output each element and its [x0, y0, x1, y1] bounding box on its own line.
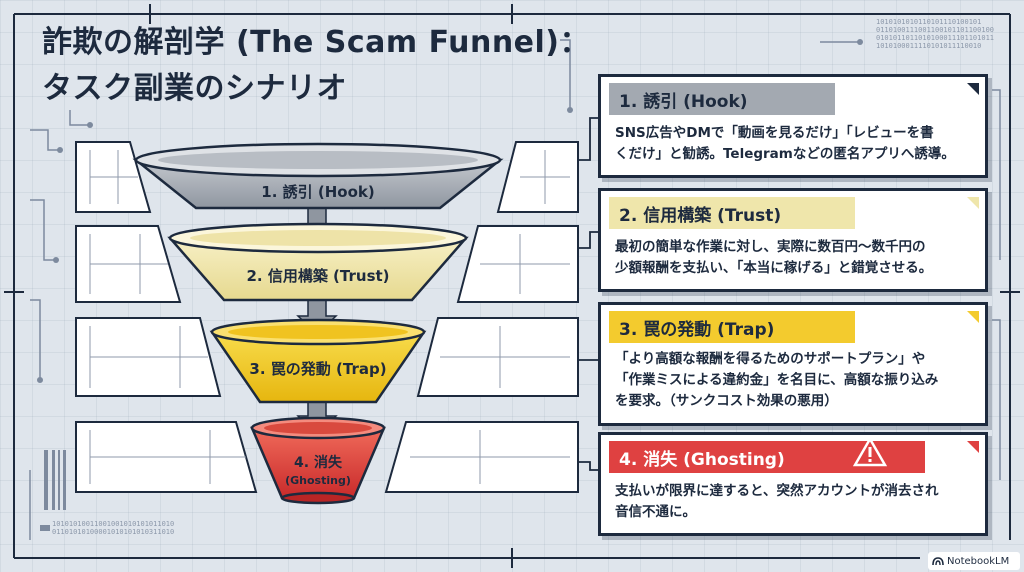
notebooklm-logo-icon: [932, 557, 944, 566]
connector-lines: [578, 117, 598, 471]
card-trust: 2. 信用構築 (Trust) 最初の簡単な作業に対し、実際に数百円〜数千円の …: [598, 188, 988, 292]
card-trap-header: 3. 罠の発動 (Trap): [609, 311, 855, 343]
card-body-line: SNS広告やDMで「動画を見るだけ」「レビューを書: [615, 125, 934, 141]
funnel-label-trust: 2. 信用構築 (Trust): [246, 267, 389, 285]
card-ghosting-heading: 4. 消失 (Ghosting): [619, 449, 785, 470]
funnel-tier-ghosting: [250, 416, 386, 505]
corner-marker: [967, 197, 979, 209]
funnel-tier-trap: [209, 318, 427, 404]
binary-decoration-bottom-left: 10101010011001001010101011010 0110101010…: [52, 520, 175, 536]
corner-marker: [967, 311, 979, 323]
card-hook: 1. 誘引 (Hook) SNS広告やDMで「動画を見るだけ」「レビューを書 く…: [598, 74, 988, 178]
card-hook-heading: 1. 誘引 (Hook): [619, 91, 748, 112]
card-body-line: 支払いが限界に達すると、突然アカウントが消去され: [615, 483, 939, 499]
card-trap-body: 「より高額な報酬を得るためのサポートプラン」や 「作業ミスによる違約金」を名目に…: [615, 349, 975, 412]
card-ghosting: 4. 消失 (Ghosting) 支払いが限界に達すると、突然アカウントが消去さ…: [598, 432, 988, 536]
card-body-line: 「作業ミスによる違約金」を名目に、高額な振り込み: [615, 372, 939, 388]
corner-marker: [967, 83, 979, 95]
card-body-line: を要求。（サンクコスト効果の悪用）: [615, 393, 838, 409]
card-body-line: くだけ」と勧誘。Telegramなどの匿名アプリへ誘導。: [615, 146, 955, 162]
card-body-line: 少額報酬を支払い、「本当に稼げる」と錯覚させる。: [615, 260, 933, 276]
card-trap-heading: 3. 罠の発動 (Trap): [619, 319, 775, 340]
card-ghosting-body: 支払いが限界に達すると、突然アカウントが消去され 音信不通に。: [615, 481, 975, 523]
card-body-line: 「より高額な報酬を得るためのサポートプラン」や: [615, 351, 926, 367]
notebooklm-badge: NotebookLM: [928, 552, 1020, 570]
card-trust-body: 最初の簡単な作業に対し、実際に数百円〜数千円の 少額報酬を支払い、「本当に稼げる…: [615, 237, 975, 279]
title-line-1: 詐欺の解剖学 (The Scam Funnel)：: [42, 25, 591, 60]
card-body-line: 音信不通に。: [615, 504, 696, 520]
funnel-label-ghosting-1: 4. 消失: [294, 454, 343, 471]
card-body-line: 最初の簡単な作業に対し、実際に数百円〜数千円の: [615, 239, 926, 255]
funnel-tier-hook: [132, 142, 504, 210]
funnel-label-trap: 3. 罠の発動 (Trap): [249, 360, 386, 378]
card-hook-header: 1. 誘引 (Hook): [609, 83, 835, 115]
funnel-tier-trust: [167, 222, 469, 302]
funnel-label-hook: 1. 誘引 (Hook): [261, 183, 374, 201]
title-line-2: タスク副業のシナリオ: [42, 71, 347, 106]
binary-decoration-top-right: 1010101010110101110100101 01101001110011…: [876, 18, 995, 50]
funnel-label-ghosting-2: (Ghosting): [285, 474, 351, 487]
warning-triangle-icon: [853, 437, 887, 467]
notebooklm-badge-text: NotebookLM: [947, 555, 1010, 567]
card-trap: 3. 罠の発動 (Trap) 「より高額な報酬を得るためのサポートプラン」や 「…: [598, 302, 988, 426]
card-hook-body: SNS広告やDMで「動画を見るだけ」「レビューを書 くだけ」と勧誘。Telegr…: [615, 123, 975, 165]
corner-marker: [967, 441, 979, 453]
card-trust-heading: 2. 信用構築 (Trust): [619, 205, 782, 226]
card-trust-header: 2. 信用構築 (Trust): [609, 197, 855, 229]
card-ghosting-header: 4. 消失 (Ghosting): [609, 437, 925, 473]
